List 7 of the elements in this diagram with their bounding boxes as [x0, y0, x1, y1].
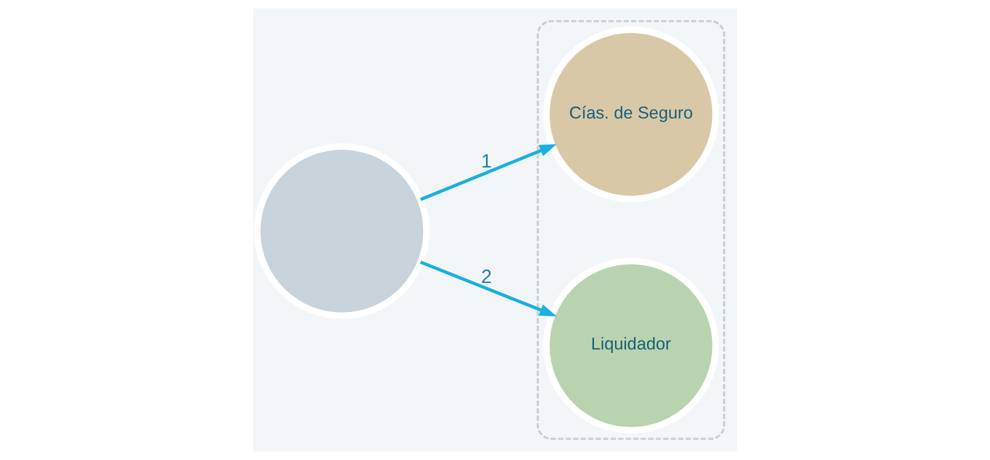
arrow — [420, 260, 557, 316]
node-circle — [254, 143, 430, 319]
node-circle: Liquidador — [543, 258, 719, 434]
edge-label: 2 — [481, 266, 492, 288]
arrow — [420, 144, 557, 201]
node-circle: Cías. de Seguro — [543, 26, 719, 202]
edge-label: 1 — [481, 151, 492, 172]
